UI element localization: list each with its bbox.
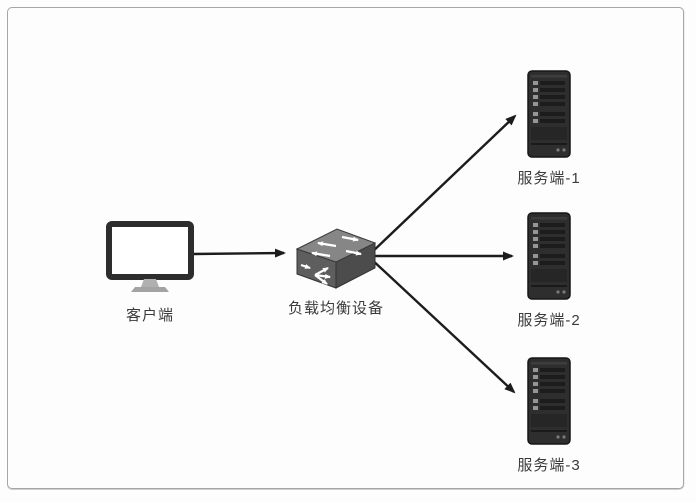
- server-tower-icon: [527, 70, 571, 163]
- server-3-label: 服务端-3: [517, 457, 581, 474]
- server-2-label: 服务端-2: [517, 312, 581, 329]
- load-balancer-label: 负载均衡设备: [287, 300, 384, 317]
- node-server-3: 服务端-3: [504, 357, 594, 475]
- switch-3d-icon: [294, 224, 378, 295]
- node-server-2: 服务端-2: [504, 212, 594, 330]
- client-label: 客户端: [125, 307, 174, 324]
- server-1-label: 服务端-1: [517, 170, 581, 187]
- node-server-1: 服务端-1: [504, 70, 594, 188]
- server-tower-icon: [527, 357, 571, 450]
- server-tower-icon: [527, 212, 571, 305]
- node-load-balancer: 负载均衡设备: [278, 224, 394, 318]
- monitor-icon: [106, 221, 194, 300]
- diagram-border: [7, 7, 684, 489]
- node-client: 客户端: [100, 221, 200, 325]
